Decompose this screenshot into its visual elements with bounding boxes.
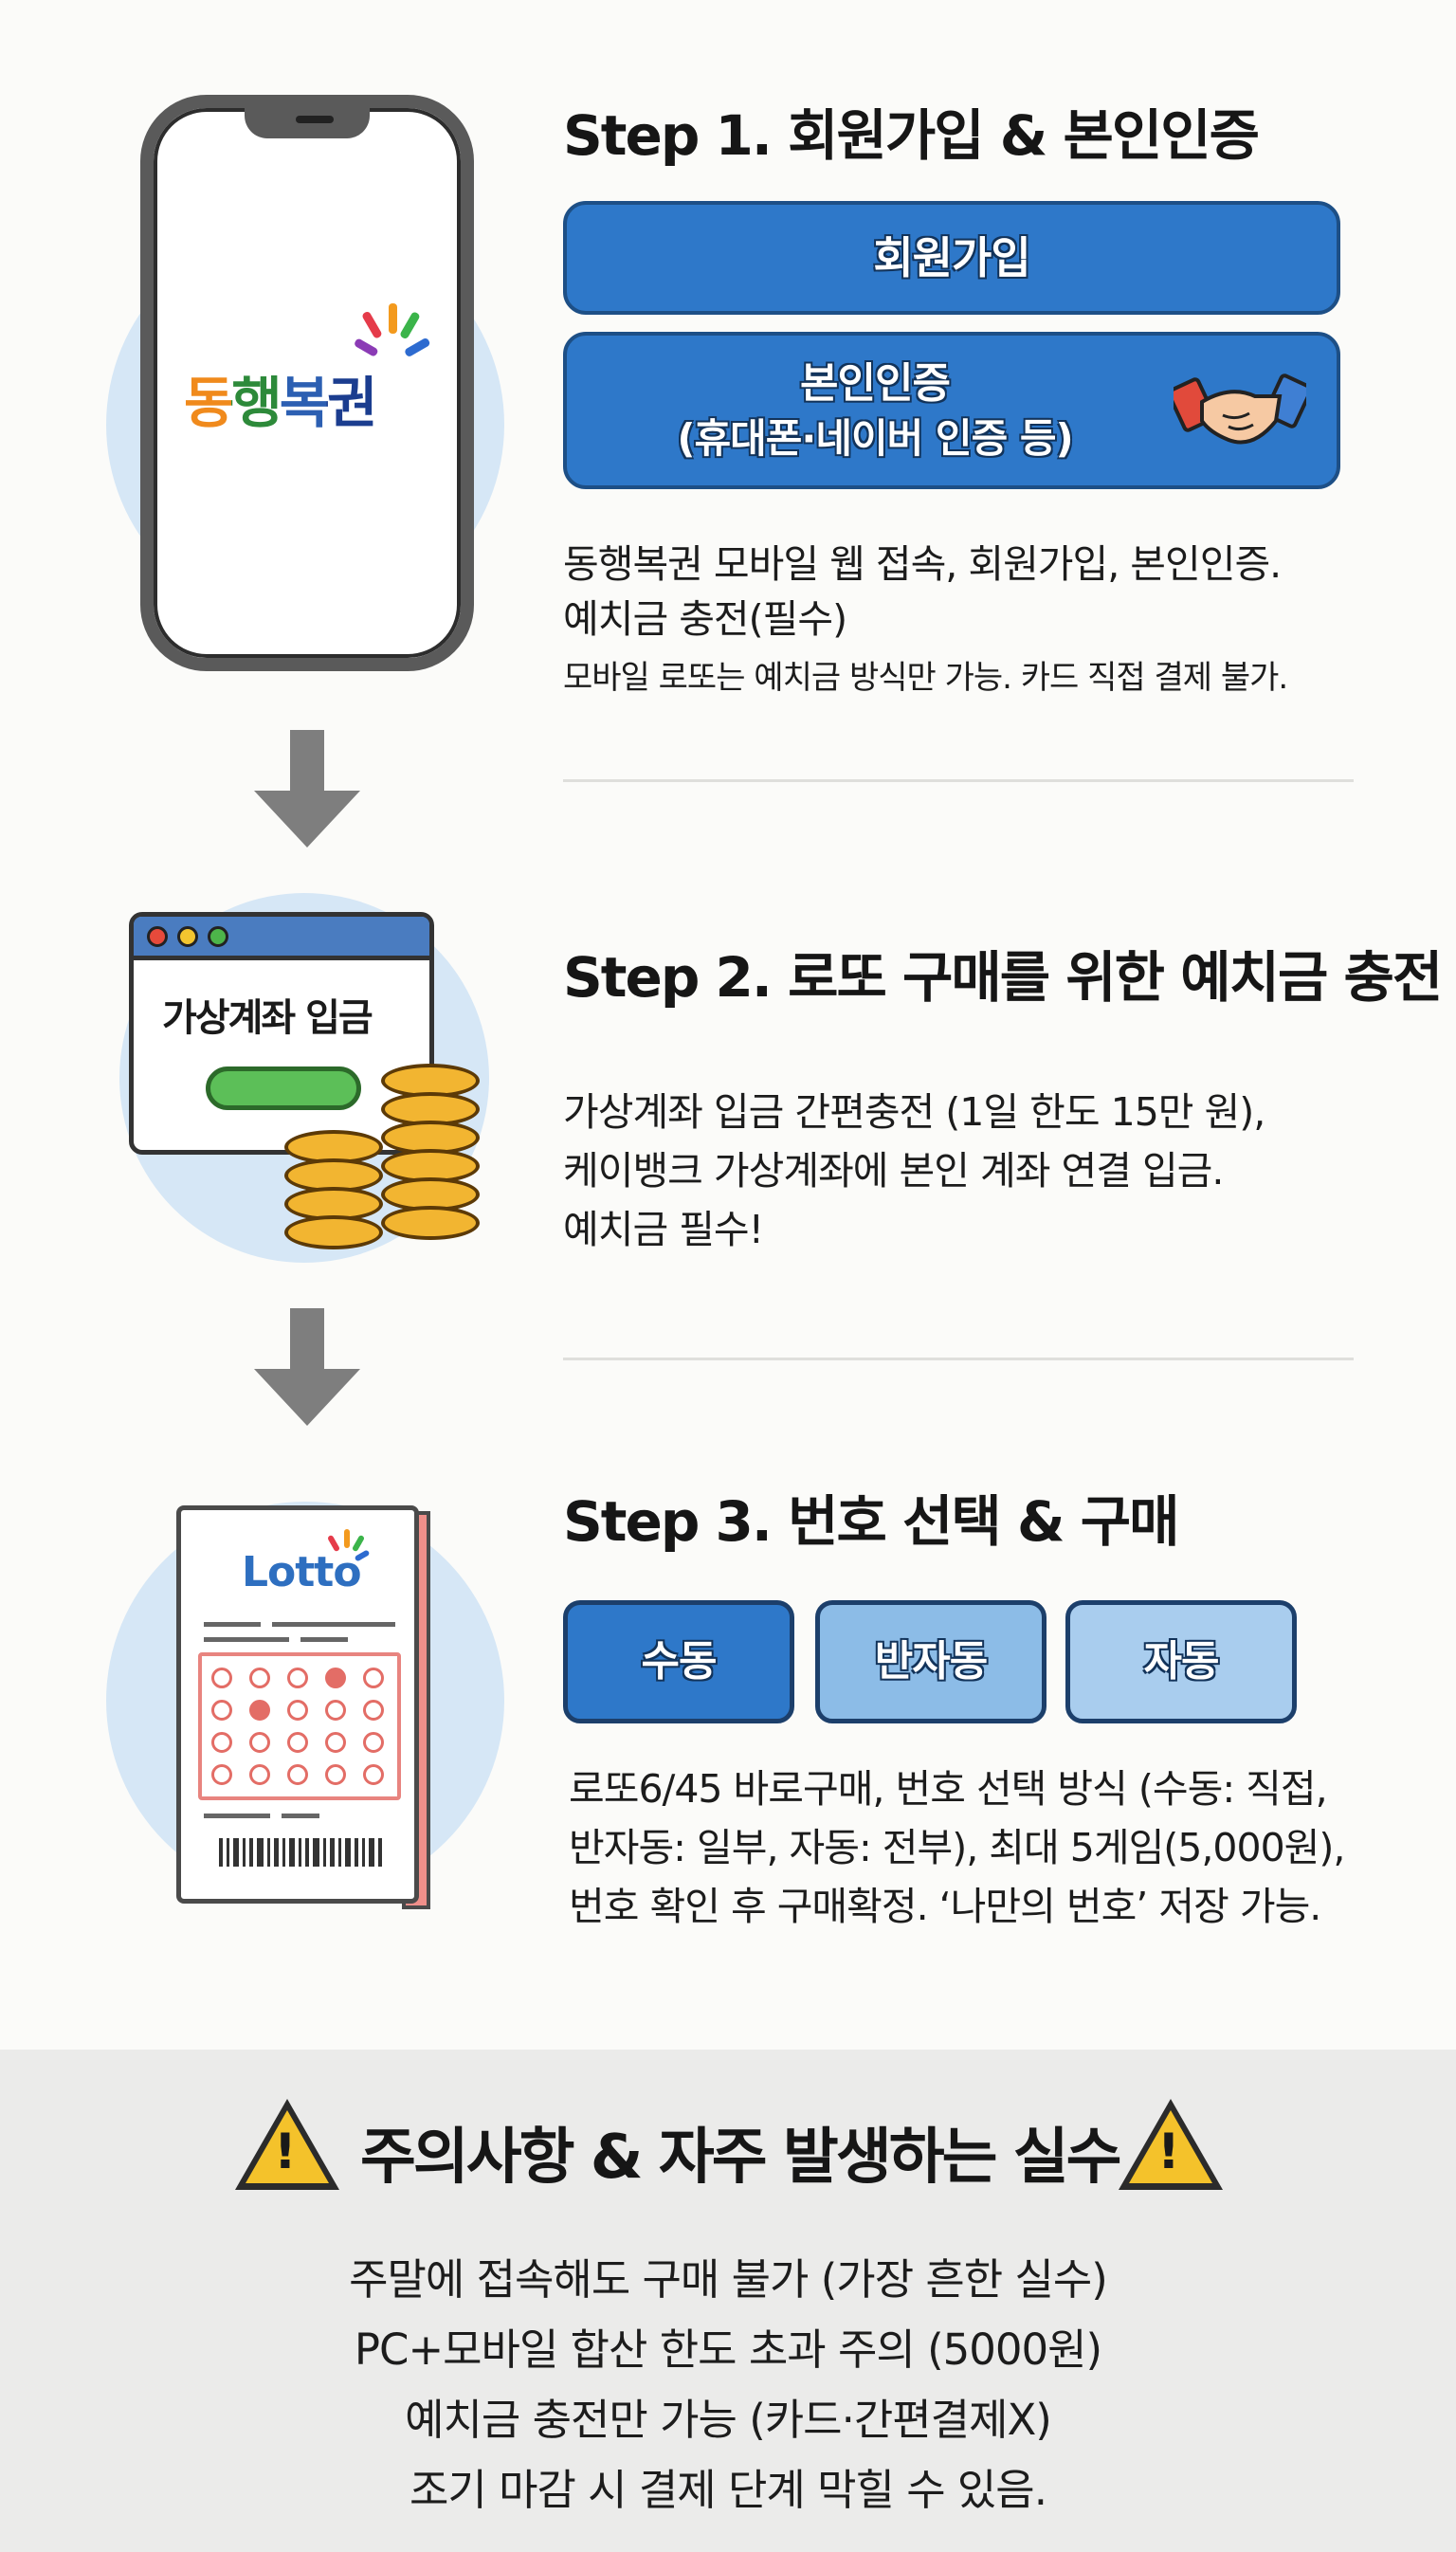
phone-notch-slit [296,116,334,123]
verify-label-line1: 본인인증 [800,359,951,408]
verify-button[interactable]: 본인인증 (휴대폰·네이버 인증 등) [563,332,1340,489]
coin-stack-icon [281,1054,489,1263]
sparkle-icon [355,303,430,356]
brand-name: 동행복권 [184,358,377,438]
mode-semi-auto-button[interactable]: 반자동 [815,1600,1046,1723]
warning-icon: ! [1119,2099,1223,2194]
step3-desc-line1: 로또6/45 바로구매, 번호 선택 방식 (수동: 직접, [569,1766,1328,1812]
lotto-logo: Lotto [242,1548,362,1596]
signup-button[interactable]: 회원가입 [563,201,1340,315]
caution-line-4: 조기 마감 시 결제 단계 막힐 수 있음. [409,2465,1047,2515]
phone-illustration: 동행복권 [140,95,474,671]
warning-icon: ! [235,2099,339,2194]
deposit-button-illustration [206,1066,361,1110]
window-dot-yellow [177,926,198,947]
arrow-down-icon [254,1308,360,1426]
lotto-ticket-illustration: Lotto [176,1505,419,1904]
number-grid [198,1652,401,1800]
step1-desc-line2: 예치금 충전(필수) [563,596,847,642]
step3-title: Step 3. 번호 선택 & 구매 [563,1489,1179,1554]
mode-auto-button[interactable]: 자동 [1065,1600,1297,1723]
verify-label-line2: (휴대폰·네이버 인증 등) [677,415,1073,462]
sparkle-icon [328,1529,370,1561]
brand-name-text: 동행복권 [184,371,377,435]
virtual-account-label: 가상계좌 입금 [162,996,373,1040]
divider-2 [563,1358,1354,1360]
caution-title: 주의사항 & 자주 발생하는 실수 [360,2123,1121,2193]
divider-1 [563,779,1354,782]
step2-desc-line3: 예치금 필수! [563,1207,764,1252]
browser-window-illustration: 가상계좌 입금 [129,912,434,1155]
step1-note: 모바일 로또는 예치금 방식만 가능. 카드 직접 결제 불가. [563,659,1288,697]
step1-desc-line1: 동행복권 모바일 웹 접속, 회원가입, 본인인증. [563,541,1282,587]
caution-line-2: PC+모바일 합산 한도 초과 주의 (5000원) [354,2324,1102,2375]
step2-desc-line2: 케이뱅크 가상계좌에 본인 계좌 연결 입금. [563,1148,1224,1194]
caution-section: ! 주의사항 & 자주 발생하는 실수 ! 주말에 접속해도 구매 불가 (가장… [0,2050,1456,2552]
arrow-down-icon [254,730,360,848]
caution-line-1: 주말에 접속해도 구매 불가 (가장 흔한 실수) [349,2254,1108,2305]
step1-title: Step 1. 회원가입 & 본인인증 [563,103,1260,168]
window-dot-red [147,926,168,947]
browser-title-bar [134,917,429,960]
mode-manual-button[interactable]: 수동 [563,1600,794,1723]
window-dot-green [208,926,228,947]
step2-desc-line1: 가상계좌 입금 간편충전 (1일 한도 15만 원), [563,1089,1265,1135]
step3-desc-line3: 번호 확인 후 구매확정. ‘나만의 번호’ 저장 가능. [569,1884,1321,1929]
step2-title: Step 2. 로또 구매를 위한 예치금 충전 [563,945,1443,1010]
brand-logo: 동행복권 [184,303,440,435]
handshake-icon [1174,374,1306,445]
step3-desc-line2: 반자동: 일부, 자동: 전부), 최대 5게임(5,000원), [569,1825,1345,1870]
caution-line-3: 예치금 충전만 가능 (카드·간편결제X) [405,2395,1052,2445]
barcode-icon [219,1838,386,1867]
